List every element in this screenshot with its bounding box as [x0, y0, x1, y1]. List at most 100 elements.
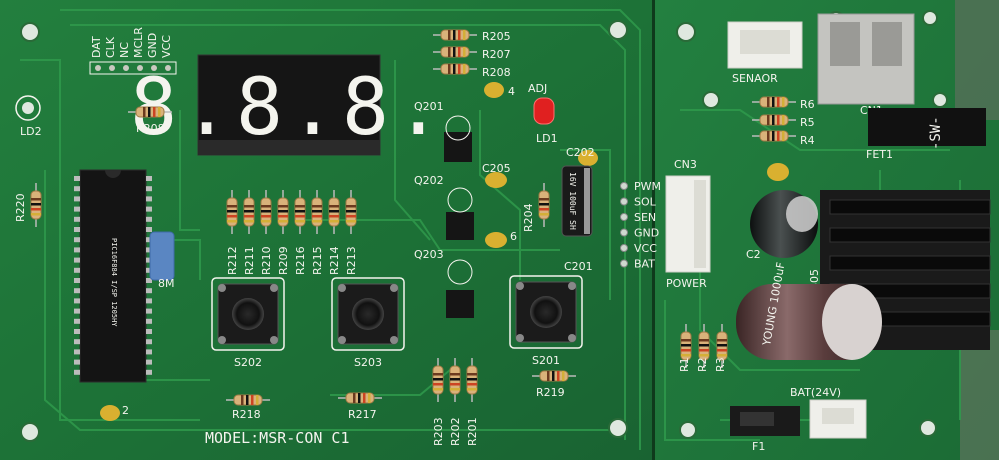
c206-label: 6 — [510, 230, 517, 243]
resistor-r219 — [532, 370, 576, 382]
resistor-r204 — [538, 183, 550, 227]
c2-label: C2 — [746, 248, 761, 261]
display-digits: 8.8.8. — [130, 63, 448, 153]
resistor-r202 — [449, 358, 461, 402]
resistor-r207 — [433, 46, 477, 58]
resistor-r212 — [226, 190, 238, 234]
chip-marking: PIC16F884 I/SP 1205HY — [110, 238, 118, 327]
resistor-r203 — [432, 358, 444, 402]
r6-label: R6 — [800, 98, 815, 111]
resistor-r220 — [30, 183, 42, 227]
resistor-r210 — [260, 190, 272, 234]
resistor-r205 — [433, 29, 477, 41]
resistor-r214 — [328, 190, 340, 234]
power-label: POWER — [666, 277, 707, 290]
fet-label: FET1 — [866, 148, 893, 161]
battery-connector: BAT(24V) — [790, 386, 867, 439]
seven-segment-display: 8.8.8. — [130, 54, 448, 156]
r213-label: R213 — [345, 246, 358, 275]
r211-label: R211 — [243, 246, 256, 275]
connector-label-bat: BAT — [634, 258, 655, 271]
c204-label: 4 — [508, 85, 515, 98]
ld2-label: LD2 — [20, 125, 42, 138]
r220-label: R220 — [14, 193, 27, 222]
r217-label: R217 — [348, 408, 377, 421]
sense-resistor-4 — [752, 130, 796, 142]
c-low-label: 2 — [122, 404, 129, 417]
resistor-r218 — [226, 394, 270, 406]
led-ld2: LD2 — [15, 95, 42, 138]
model-label: MODEL:MSR-CON C1 — [205, 429, 350, 447]
button-s202: S202 — [211, 277, 285, 369]
button-label-s203: S203 — [354, 356, 382, 369]
r202-label: R202 — [449, 417, 462, 446]
r214-label: R214 — [328, 246, 341, 275]
connector-label-vcc: VCC — [634, 242, 657, 255]
r204-label: R204 — [522, 203, 535, 232]
r205-label: R205 — [482, 30, 511, 43]
r215-label: R215 — [311, 246, 324, 275]
resistor-r201 — [466, 358, 478, 402]
c201-marking: 16V 100uF SH — [568, 172, 577, 230]
pin-header-label: NC — [118, 42, 131, 58]
fet-device: FET1 -SW- — [866, 108, 986, 161]
connector-label-gnd: GND — [634, 227, 659, 240]
r208a-label: R208 — [482, 66, 511, 79]
ceramic-capacitors: 4 C205 6 C202 2 — [100, 82, 789, 421]
pin-header-label: GND — [146, 33, 159, 58]
power-resistor-2 — [698, 324, 710, 368]
resistor-r211 — [243, 190, 255, 234]
r216-label: R216 — [294, 246, 307, 275]
transistors: Q201 Q202 Q203 — [414, 100, 474, 318]
fuse-label: F1 — [752, 440, 765, 453]
pin-header-label: DAT — [90, 36, 103, 58]
pin-header-label: VCC — [160, 35, 173, 58]
sw-label: -SW- — [928, 116, 944, 150]
r5-label: R5 — [800, 116, 815, 129]
resistor-r208b — [128, 106, 172, 118]
crystal-label: 8M — [158, 277, 175, 290]
r218-label: R218 — [232, 408, 261, 421]
battery-label: BAT(24V) — [790, 386, 841, 399]
q203-label: Q203 — [414, 248, 444, 261]
power-connector-cn3: CN3 POWER — [665, 158, 711, 290]
c202-label: C202 — [566, 146, 595, 159]
pin-header-label: MCLR — [132, 27, 145, 58]
adj-label: ADJ — [528, 82, 547, 95]
terminal-block-cn1: CN1 — [817, 13, 915, 117]
capacitor-c201: 16V 100uF SH C201 — [561, 165, 593, 273]
connector-label-sen: SEN — [634, 211, 656, 224]
r2-label: R2 — [696, 357, 709, 372]
sensor-label: SENAOR — [732, 72, 778, 85]
r219-label: R219 — [536, 386, 565, 399]
c205-label: C205 — [482, 162, 511, 175]
r212-label: R212 — [226, 246, 239, 275]
resistor-r209 — [277, 190, 289, 234]
resistor-r217 — [338, 392, 382, 404]
q202-label: Q202 — [414, 174, 444, 187]
resistor-r208 — [433, 63, 477, 75]
r1-label: R1 — [678, 357, 691, 372]
power-resistor-labels: R1 R2 R3 R6 R5 R4 — [678, 98, 815, 372]
r201-label: R201 — [466, 417, 479, 446]
resistor-r216 — [294, 190, 306, 234]
fuse-f1: F1 — [730, 406, 800, 453]
sense-resistor-5 — [752, 114, 796, 126]
button-s203: S203 — [331, 277, 405, 369]
sensor-connector: SENAOR — [727, 21, 803, 85]
programming-header — [89, 61, 177, 75]
led-ld1: ADJ LD1 — [528, 82, 558, 145]
crystal-oscillator: 8M — [149, 231, 175, 290]
r4-label: R4 — [800, 134, 815, 147]
microcontroller-chip: PIC16F884 I/SP 1205HY — [74, 169, 152, 383]
power-resistor-3 — [716, 324, 728, 368]
pin-header-label: CLK — [104, 36, 117, 58]
sense-resistor-6 — [752, 96, 796, 108]
r209-label: R209 — [277, 246, 290, 275]
power-resistor-1 — [680, 324, 692, 368]
